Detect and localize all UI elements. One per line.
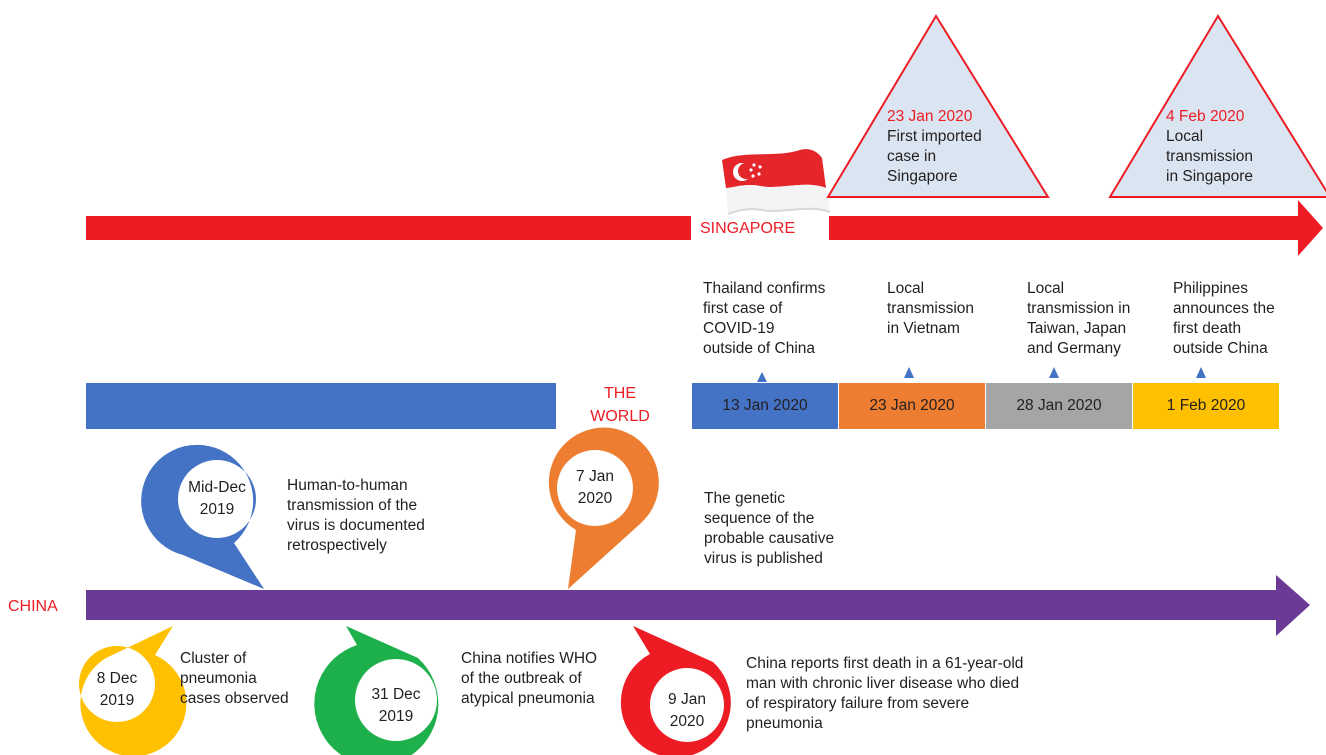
world-event-3-date: 28 Jan 2020 — [1016, 397, 1102, 414]
singapore-label: SINGAPORE — [697, 219, 799, 239]
singapore-event-triangle-2 — [1108, 14, 1326, 198]
world-event-box-4 — [1133, 383, 1279, 429]
world-pointer-icon-4 — [1196, 367, 1206, 378]
pin-icon-mid-dec-2019 — [141, 444, 264, 589]
world-event-4-date: 1 Feb 2020 — [1166, 397, 1246, 414]
singapore-flag-icon — [722, 149, 831, 215]
pin-icon-31-dec-2019 — [314, 626, 439, 755]
singapore-timeline-arrow — [829, 200, 1323, 256]
world-pointer-icon-1 — [757, 372, 767, 382]
singapore-event-2-text: Local transmission in Singapore — [1166, 128, 1254, 185]
world-event-1-text: Thailand confirms first case of COVID-19… — [703, 280, 826, 357]
china-timeline-arrow — [86, 575, 1310, 636]
world-event-3-text: Local transmission in Taiwan, Japan and … — [1027, 280, 1131, 357]
world-event-2-text: Local transmission in Vietnam — [887, 280, 974, 337]
pin-date-8-dec-2019: 8 Dec 2019 — [96, 670, 138, 709]
world-event-box-3 — [986, 383, 1132, 429]
world-event-2-date: 23 Jan 2020 — [869, 397, 955, 414]
china-event-9-jan-text: China reports first death in a 61-year-o… — [746, 655, 1024, 732]
singapore-event-1-text: First imported case in Singapore — [887, 128, 982, 185]
china-event-31-dec-text: China notifies WHO of the outbreak of at… — [461, 650, 598, 707]
world-event-box-2 — [839, 383, 985, 429]
singapore-event-1-date: 23 Jan 2020 — [887, 108, 973, 125]
world-event-1-date: 13 Jan 2020 — [722, 397, 808, 414]
world-event-box-1 — [692, 383, 838, 429]
pin-icon-9-jan-2020 — [620, 626, 731, 755]
singapore-event-2-date: 4 Feb 2020 — [1166, 108, 1245, 125]
world-pointer-icon-2 — [904, 367, 914, 378]
pin-date-7-jan-2020: 7 Jan 2020 — [576, 468, 614, 507]
china-event-mid-dec-text: Human-to-human transmission of the virus… — [287, 477, 425, 554]
singapore-event-triangle-1 — [826, 14, 1050, 198]
pin-date-mid-dec-2019: Mid-Dec 2019 — [188, 479, 246, 518]
world-pointer-icon-3 — [1049, 367, 1059, 378]
pin-date-31-dec-2019: 31 Dec 2019 — [371, 686, 421, 725]
pin-date-9-jan-2020: 9 Jan 2020 — [668, 691, 706, 730]
world-label: THE WORLD — [590, 385, 650, 425]
singapore-timeline-bar-left — [86, 216, 691, 240]
pin-icon-8-dec-2019 — [79, 626, 187, 755]
china-event-7-jan-text: The genetic sequence of the probable cau… — [704, 490, 835, 567]
world-timeline-bar — [86, 383, 556, 429]
china-event-8-dec-text: Cluster of pneumonia cases observed — [180, 650, 289, 707]
pin-icon-7-jan-2020 — [548, 427, 659, 589]
world-event-4-text: Philippines announces the first death ou… — [1173, 280, 1275, 357]
china-label: CHINA — [8, 598, 58, 615]
